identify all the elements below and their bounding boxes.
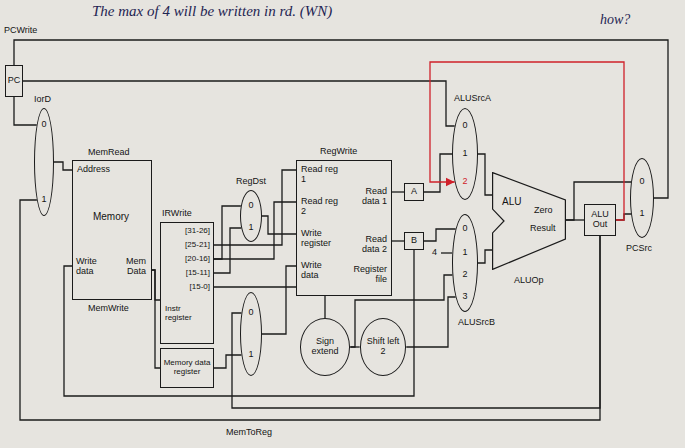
box-text: Address <box>77 165 110 175</box>
program-counter: PC <box>5 65 23 97</box>
box-text: Sign extend <box>307 337 343 357</box>
iord-mux: 01 <box>34 108 54 216</box>
control-signal: ALUSrcA <box>454 94 491 104</box>
memory-unit: AddressMemoryWrite data Mem Data <box>72 160 152 300</box>
datapath-wire <box>392 240 404 241</box>
register-b: B <box>404 232 424 250</box>
box-text: Mem Data <box>115 257 146 277</box>
register-a: A <box>404 183 424 201</box>
alu-unit: ALU ZeroResult <box>492 172 566 270</box>
control-signal: PCWrite <box>4 26 37 36</box>
datapath-wire <box>214 206 241 259</box>
alusrcb-mux: 0 1 2 3 <box>452 214 478 312</box>
box-text: Write data <box>76 257 106 277</box>
datapath-wire <box>14 97 37 125</box>
control-signal: IorD <box>34 95 51 105</box>
box-text: Read data 1 <box>347 187 387 207</box>
datapath-wire <box>152 270 160 300</box>
control-signal: IRWrite <box>162 209 192 219</box>
datapath-wire <box>392 191 404 192</box>
mux-input-number: 2 <box>453 270 477 280</box>
box-text: Shift left 2 <box>367 337 400 357</box>
mux-input-number: 0 <box>241 201 261 211</box>
alu-out-register: ALU Out <box>584 204 616 236</box>
box-text: [15-0] <box>165 283 210 292</box>
pcsrc-mux: 01 <box>630 158 654 238</box>
box-text: [31-26] <box>165 227 210 236</box>
control-signal: MemRead <box>88 148 130 158</box>
box-text: Write data <box>301 261 339 281</box>
memtoreg-mux: 01 <box>240 292 262 376</box>
mux-input-number: 1 <box>453 248 477 258</box>
alusrca-mux: 0 1 2 <box>452 108 478 200</box>
mux-input-number: 0 <box>631 177 653 187</box>
shift-left-unit: Shift left 2 <box>360 318 407 376</box>
control-signal: ALUSrcB <box>458 318 495 328</box>
sign-extend-unit: Sign extend <box>300 318 351 376</box>
mux-input-number: 0 <box>453 121 477 131</box>
datapath-wire <box>214 355 241 368</box>
box-text: Read data 2 <box>347 235 387 255</box>
control-signal: ALUOp <box>514 276 544 286</box>
box-text: Instr register <box>165 305 209 323</box>
datapath-wire <box>214 170 296 245</box>
handwritten-note: how? <box>600 12 630 27</box>
datapath-wire <box>214 228 241 273</box>
constant-value: 4 <box>432 248 437 258</box>
constant-four-wire <box>441 252 452 253</box>
mux-input-number: 2 <box>453 177 477 187</box>
datapath-wire <box>424 154 452 192</box>
control-signal: RegWrite <box>320 147 357 157</box>
alu-outline <box>492 172 566 270</box>
memory-data-register: Memory data register <box>160 348 214 388</box>
datapath-wire <box>478 154 492 195</box>
mux-input-number: 1 <box>453 149 477 159</box>
box-text: [15-11] <box>165 269 210 278</box>
mux-input-number: 0 <box>35 120 53 130</box>
instruction-register: [31-26] [25-21] [20-16] [15-11] [15-0] Instr … <box>160 222 214 344</box>
box-text: Result <box>530 224 556 234</box>
handwritten-note: The max of 4 will be written in rd. (WN) <box>92 3 332 20</box>
datapath-wire <box>152 270 160 368</box>
datapath-wire <box>406 297 455 347</box>
control-signal: PCSrc <box>626 244 652 254</box>
register-file: Read reg 1 Read reg 2 Write registerWrite … <box>296 160 392 296</box>
alu-shape <box>493 173 566 270</box>
box-text: PC <box>8 76 21 86</box>
datapath-wire <box>23 81 455 126</box>
mux-input-number: 0 <box>241 308 261 318</box>
control-signal: MemWrite <box>88 304 129 314</box>
mux-input-number: 1 <box>241 350 261 360</box>
mux-input-number: 1 <box>241 223 261 233</box>
control-signal: MemToReg <box>226 428 272 438</box>
box-text: Write register <box>301 229 339 249</box>
box-text: Read reg 1 <box>301 165 339 185</box>
box-text: Read reg 2 <box>301 197 339 217</box>
box-text: ALU Out <box>587 210 614 230</box>
box-text: B <box>411 236 417 246</box>
mux-input-number: 1 <box>35 195 53 205</box>
box-text: Zero <box>534 206 553 216</box>
box-text: [20-16] <box>165 255 210 264</box>
box-text: A <box>411 187 417 197</box>
box-text: ALU <box>502 196 521 207</box>
box-text: Register file <box>347 265 387 285</box>
mux-input-number: 0 <box>453 224 477 234</box>
control-signal: RegDst <box>236 177 266 187</box>
datapath-wire <box>54 162 72 170</box>
datapath-wire <box>262 266 296 334</box>
box-text: Memory <box>73 211 149 222</box>
datapath-wire <box>232 236 600 408</box>
datapath-wire <box>424 229 456 241</box>
box-text: [25-21] <box>165 241 210 250</box>
box-text: Memory data register <box>163 359 212 377</box>
regdst-mux: 01 <box>240 190 262 242</box>
datapath-wire <box>262 216 296 234</box>
mux-input-number: 3 <box>453 292 477 302</box>
mux-input-number: 1 <box>631 209 653 219</box>
datapath-wire <box>478 250 492 263</box>
